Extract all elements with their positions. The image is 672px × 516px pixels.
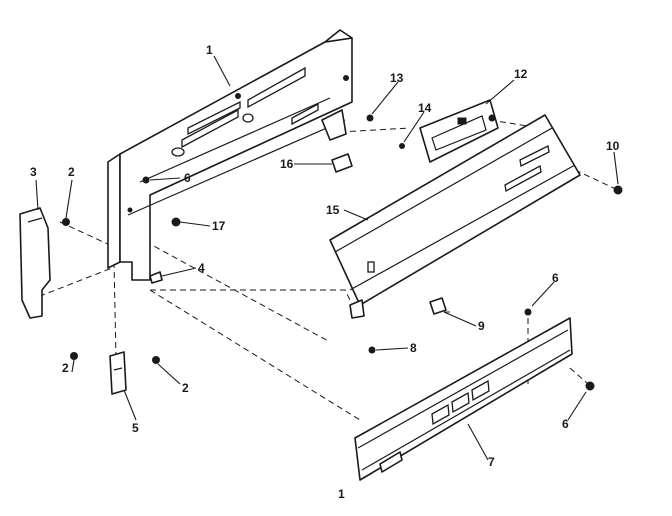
callout-15: 15 — [326, 203, 340, 217]
screw-6-inner — [142, 176, 150, 184]
callout-2-left-lower: 2 — [62, 361, 69, 375]
knob-10 — [613, 185, 623, 195]
callout-2-left-upper: 2 — [68, 165, 75, 179]
assembly-lines — [29, 119, 619, 421]
screw-13 — [366, 114, 374, 122]
clip — [331, 153, 353, 173]
callout-16: 16 — [280, 157, 294, 171]
callout-8: 8 — [410, 341, 417, 355]
end-cap — [19, 207, 51, 319]
callout-3: 3 — [30, 165, 37, 179]
callout-13: 13 — [390, 71, 404, 85]
hardware — [62, 114, 623, 391]
screw-6-right — [524, 308, 532, 316]
callout-6-knob: 6 — [562, 417, 569, 431]
callout-2-right-lower: 2 — [182, 381, 189, 395]
screw-14 — [399, 143, 405, 149]
leader-lines — [35, 55, 619, 461]
callout-6-screw: 6 — [552, 271, 559, 285]
control-panel-frame — [107, 29, 353, 281]
trim-panel — [329, 114, 581, 319]
screw-2-lower-right — [152, 356, 160, 364]
lower-panel — [354, 317, 573, 481]
knob-6 — [585, 381, 595, 391]
switch-module — [419, 99, 499, 163]
callout-1-top: 1 — [206, 43, 213, 57]
callout-10: 10 — [606, 139, 620, 153]
callout-5: 5 — [132, 421, 139, 435]
callout-14: 14 — [418, 101, 432, 115]
nut-17 — [171, 217, 181, 227]
callout-6-inner: 6 — [184, 171, 191, 185]
callout-7: 7 — [488, 455, 495, 469]
callout-1-bottom: 1 — [338, 487, 345, 501]
clip-4 — [149, 271, 163, 284]
mounting-bracket — [109, 351, 127, 395]
callout-9: 9 — [478, 319, 485, 333]
screw-2-upper — [62, 218, 70, 226]
callout-17: 17 — [212, 219, 226, 233]
knob-9 — [429, 297, 447, 315]
screw-8 — [368, 346, 376, 354]
callout-12: 12 — [514, 67, 528, 81]
callout-4: 4 — [198, 261, 205, 275]
screw-2-lower-left — [70, 352, 78, 360]
callouts: 1 3 2 6 17 4 2 2 5 13 14 12 16 15 10 6 9… — [30, 43, 620, 501]
